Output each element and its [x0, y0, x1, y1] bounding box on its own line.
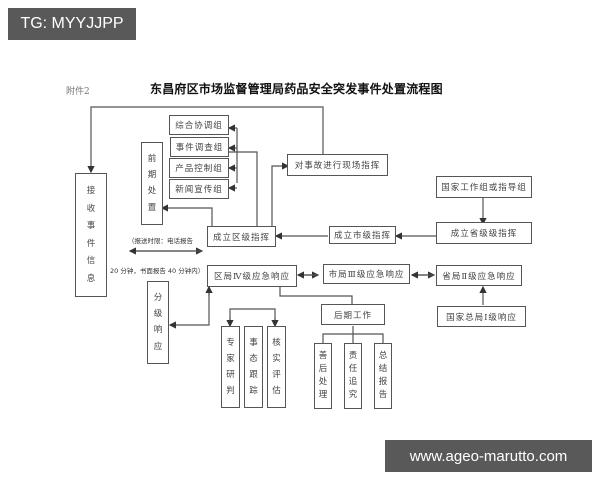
province-command-box: 成立省级级指挥 [436, 222, 532, 244]
char: 总 [378, 351, 388, 362]
char: 件 [86, 238, 96, 249]
char: 处 [318, 377, 328, 388]
char: 家 [226, 353, 235, 364]
coordination-group-box: 综合协调组 [169, 115, 229, 135]
char: 后 [318, 364, 328, 375]
char: 应 [153, 341, 163, 352]
char: 跟 [249, 369, 258, 380]
district-level-iv-response-box: 区局Ⅳ级应急响应 [207, 265, 297, 287]
receive-event-info-box: 接 收 事 件 信 息 [75, 173, 107, 297]
char: 估 [272, 385, 281, 396]
char: 期 [147, 170, 157, 181]
char: 实 [272, 353, 281, 364]
char: 研 [226, 369, 235, 380]
char: 判 [226, 385, 235, 396]
char: 级 [153, 309, 163, 320]
char: 事 [86, 221, 96, 231]
expert-judgment-box: 专 家 研 判 [221, 326, 240, 408]
early-handling-box: 前 期 处 置 [141, 142, 163, 225]
char: 任 [348, 364, 358, 375]
char: 信 [86, 256, 96, 266]
char: 分 [153, 292, 163, 303]
char: 核 [272, 337, 281, 348]
aftermath-work-box: 后期工作 [321, 304, 385, 325]
situation-tracking-box: 事 态 跟 踪 [244, 326, 263, 408]
city-level-iii-response-box: 市局Ⅲ级应急响应 [323, 264, 410, 284]
char: 接 [86, 186, 96, 196]
char: 置 [147, 202, 157, 213]
summary-report-box: 总 结 报 告 [374, 343, 392, 409]
aftermath-handling-box: 善 后 处 理 [314, 343, 332, 409]
watermark-bottom-right: www.ageo-marutto.com [385, 440, 592, 472]
char: 善 [318, 351, 328, 362]
watermark-top-left: TG: MYYJJPP [8, 8, 136, 40]
product-control-group-box: 产品控制组 [169, 158, 229, 178]
investigation-group-box: 事件调查组 [170, 137, 229, 157]
verify-assess-box: 核 实 评 估 [267, 326, 286, 408]
graded-response-box: 分 级 响 应 [147, 281, 169, 364]
char: 踪 [249, 385, 258, 396]
char: 事 [249, 337, 258, 348]
char: 理 [318, 390, 328, 401]
news-group-box: 新闻宣传组 [169, 179, 229, 199]
char: 响 [153, 325, 163, 336]
national-work-group-box: 国家工作组或指导组 [436, 176, 532, 198]
char: 追 [348, 377, 358, 388]
district-command-box: 成立区级指挥 [207, 226, 276, 247]
report-time-limit-note-1: （报送时限：电话报告 [128, 237, 193, 245]
char: 报 [378, 377, 388, 388]
city-command-box: 成立市级指挥 [329, 226, 396, 244]
char: 态 [249, 353, 258, 364]
page-title: 东昌府区市场监督管理局药品安全突发事件处置流程图 [150, 82, 443, 96]
accountability-box: 责 任 追 究 [344, 343, 362, 409]
char: 专 [226, 337, 235, 348]
char: 究 [348, 390, 358, 401]
char: 息 [86, 273, 96, 284]
char: 处 [147, 186, 157, 197]
attachment-label: 附件2 [66, 87, 90, 97]
char: 结 [378, 364, 388, 375]
report-time-limit-note-2: 20 分钟，书面报告 40 分钟内） [110, 267, 205, 275]
char: 责 [348, 351, 358, 362]
char: 评 [272, 369, 281, 380]
char: 告 [378, 390, 388, 401]
char: 收 [86, 203, 96, 214]
national-level-i-response-box: 国家总局Ⅰ级响应 [437, 306, 526, 327]
province-level-ii-response-box: 省局Ⅱ级应急响应 [436, 265, 522, 286]
onsite-command-box: 对事故进行现场指挥 [287, 154, 388, 176]
char: 前 [147, 153, 157, 164]
